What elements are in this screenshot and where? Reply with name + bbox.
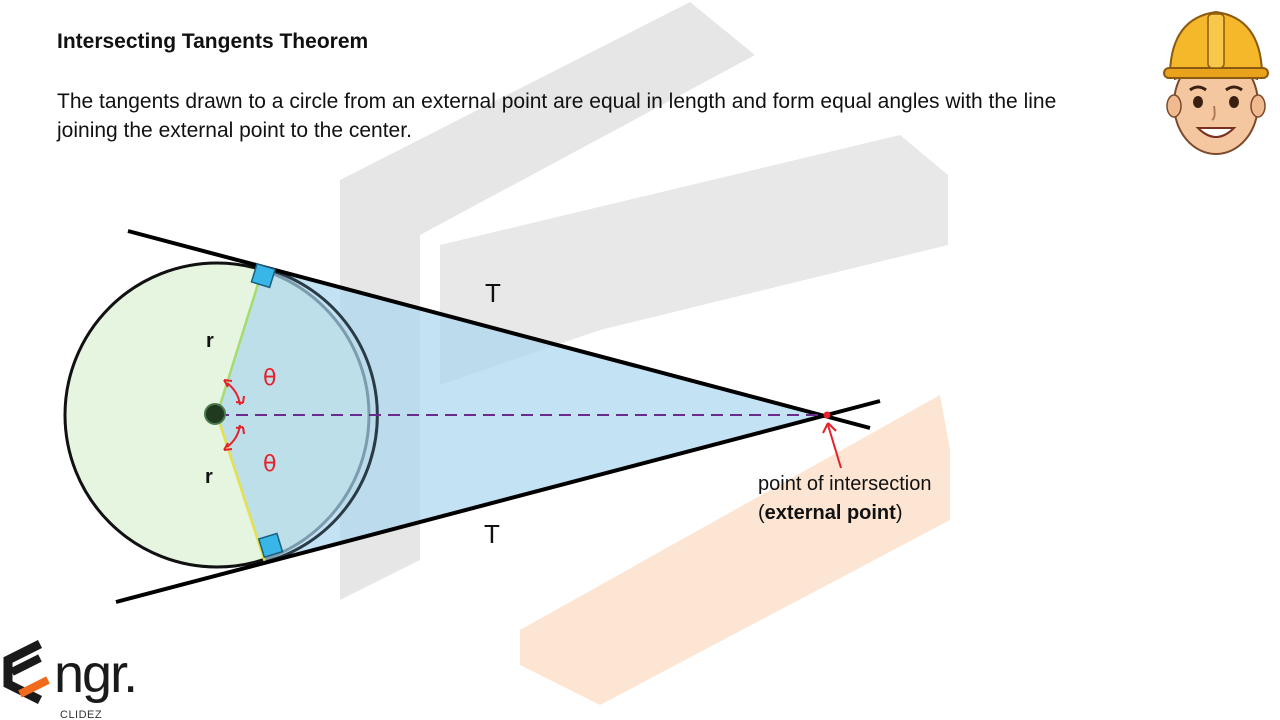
angle-arrowhead-top bbox=[223, 379, 233, 388]
paren-open: ( bbox=[758, 502, 765, 524]
tangent-line-top bbox=[127, 229, 871, 430]
angle-arrowhead-mid-bottom bbox=[235, 426, 245, 435]
intersection-label-line2: (external point) bbox=[758, 499, 931, 528]
watermark-orange-shape bbox=[520, 395, 950, 705]
angle-label-top: θ bbox=[263, 366, 276, 391]
radius-bottom bbox=[215, 414, 267, 563]
watermark-gray-shape-2 bbox=[440, 135, 948, 385]
tangent-line-bottom bbox=[115, 399, 881, 604]
radius-top bbox=[215, 267, 265, 416]
angle-label-bottom: θ bbox=[263, 452, 276, 477]
slide-description: The tangents drawn to a circle from an e… bbox=[57, 90, 1057, 142]
angle-arrowhead-mid-top bbox=[235, 395, 245, 404]
paren-close: ) bbox=[895, 502, 903, 524]
pointer-arrow-line bbox=[827, 424, 842, 469]
angle-arc-top bbox=[226, 382, 241, 406]
engr-clidez-logo: ngr. CLIDEZ bbox=[3, 639, 138, 720]
external-point-label: external point bbox=[764, 502, 896, 524]
logo-subtext: CLIDEZ bbox=[60, 709, 102, 720]
angle-arc-bottom bbox=[226, 424, 241, 448]
logo-text: ngr. bbox=[54, 644, 136, 704]
right-angle-marker-top bbox=[250, 262, 277, 289]
angle-arrowhead-bottom bbox=[223, 442, 233, 451]
watermark-gray-shape-1 bbox=[340, 2, 755, 600]
radius-label-top: r bbox=[206, 330, 214, 352]
radius-label-bottom: r bbox=[205, 466, 213, 488]
pointer-arrowhead bbox=[822, 422, 837, 434]
external-point bbox=[823, 411, 831, 419]
tangent-label-top: T bbox=[485, 278, 501, 308]
right-angle-marker-bottom bbox=[257, 532, 284, 559]
slide-title: Intersecting Tangents Theorem bbox=[57, 30, 369, 53]
intersection-label: point of intersection (external point) bbox=[758, 470, 931, 528]
intersection-label-line1: point of intersection bbox=[758, 473, 932, 495]
center-point bbox=[204, 403, 226, 425]
tangent-label-bottom: T bbox=[484, 519, 500, 549]
engineer-mascot-icon bbox=[1163, 10, 1269, 155]
